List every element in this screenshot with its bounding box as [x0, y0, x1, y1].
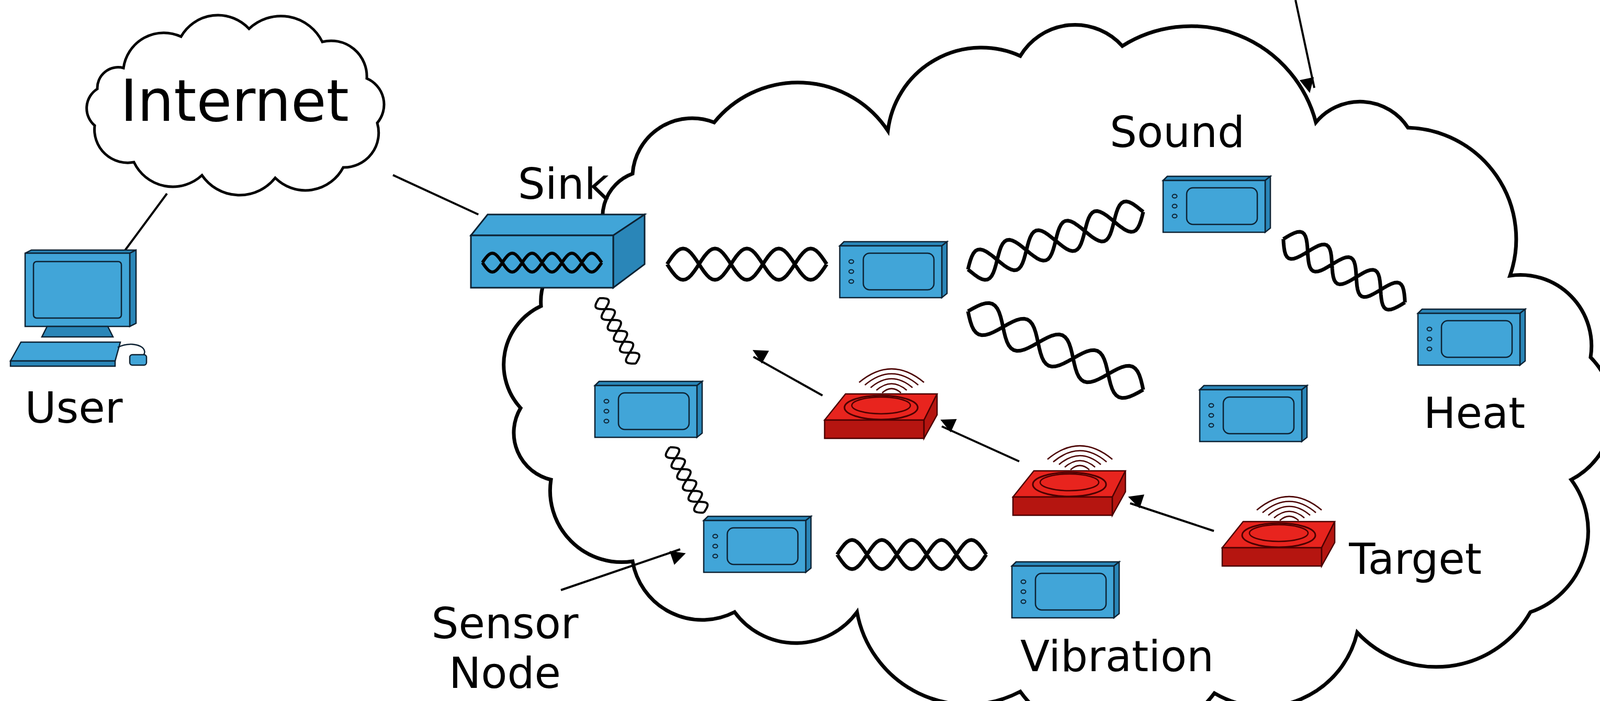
target-object	[824, 368, 938, 439]
movement-arrow	[753, 356, 823, 396]
movement-arrow	[941, 426, 1020, 462]
user-computer: User	[10, 250, 154, 368]
pointer-arrow	[1295, 0, 1315, 88]
leader-arrow	[560, 549, 681, 591]
wireless-link	[666, 447, 708, 513]
vibration-sensor: Vibration	[1011, 561, 1120, 618]
callout-label: Sensor Node	[426, 599, 584, 698]
target-object: Target	[1222, 469, 1335, 569]
wireless-link	[667, 248, 827, 280]
sink-gateway-shape	[470, 214, 645, 288]
node-label: Target	[1348, 534, 1482, 584]
wireless-link	[1283, 231, 1405, 310]
node-title: Internet	[120, 68, 349, 135]
wireless-link	[595, 298, 640, 364]
node-label: Vibration	[1020, 632, 1214, 682]
node-label: Sound	[1109, 107, 1245, 157]
internet-cloud: Internet	[76, 10, 393, 194]
wireless-link	[967, 302, 1144, 398]
sink-gateway: Sink	[470, 214, 645, 288]
user-computer-shape	[10, 250, 154, 368]
target-object	[1012, 445, 1126, 516]
sound-sensor: Sound	[1163, 176, 1271, 233]
wireless-link	[967, 201, 1144, 280]
heat-sensor-shape	[1417, 309, 1526, 366]
movement-arrow	[1130, 503, 1214, 532]
network-cloud	[503, 25, 1600, 701]
sensor-node	[594, 381, 703, 438]
node-label: Heat	[1423, 388, 1526, 438]
sensor-node	[839, 241, 948, 298]
sensor-node	[1199, 385, 1307, 442]
target-object-shape	[1222, 469, 1335, 569]
network-cable	[125, 193, 167, 251]
wireless-link	[837, 539, 987, 570]
sensor-node	[703, 516, 811, 573]
network-cable	[392, 175, 479, 215]
sound-sensor-shape	[1163, 176, 1271, 233]
node-label: Sink	[517, 159, 610, 209]
vibration-sensor-shape	[1011, 561, 1120, 618]
heat-sensor: Heat	[1417, 309, 1526, 366]
node-label: User	[25, 383, 123, 433]
